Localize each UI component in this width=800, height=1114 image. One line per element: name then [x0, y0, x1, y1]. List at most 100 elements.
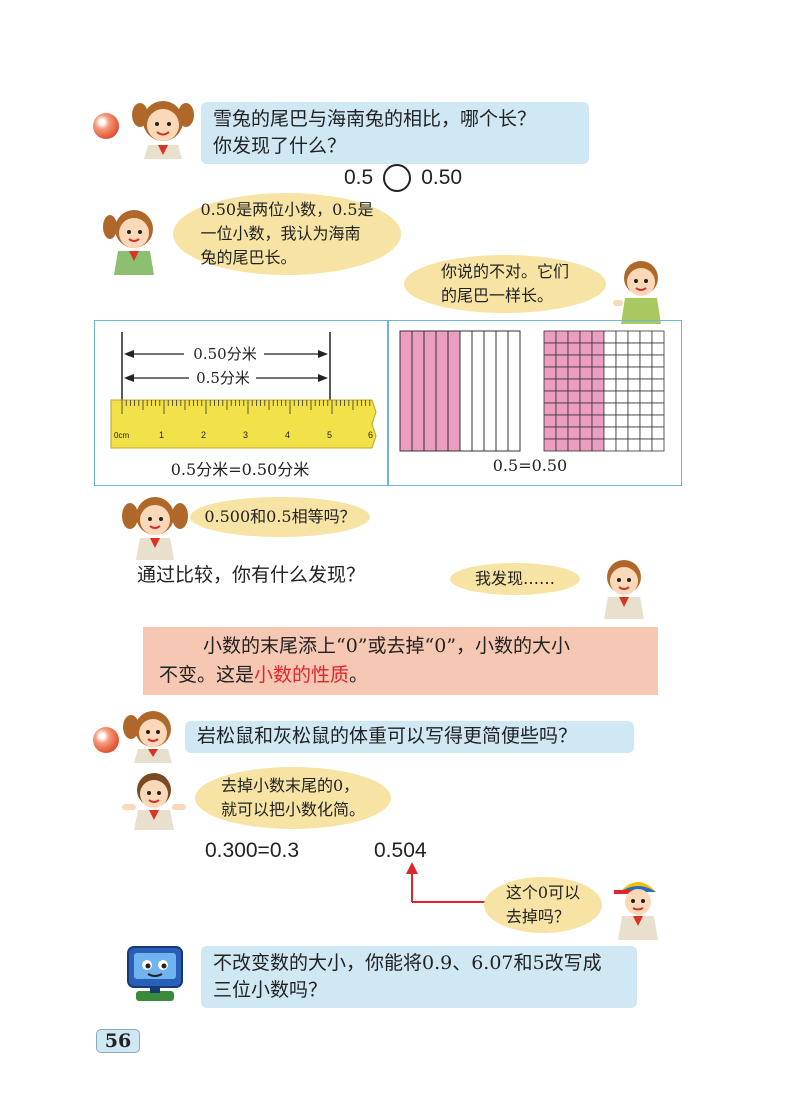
hundredth-cell	[615, 330, 629, 344]
hundredth-cell	[651, 342, 665, 356]
hundredth-cell	[627, 342, 641, 356]
hundredth-cell	[627, 366, 641, 380]
tenth-strip	[483, 330, 497, 452]
hundredth-cell	[615, 390, 629, 404]
hundredth-cell-shaded	[567, 330, 581, 344]
hundredth-cell	[651, 438, 665, 452]
rule-highlight: 小数的性质	[254, 664, 350, 686]
caption-right: 0.5=0.50	[492, 456, 568, 475]
computer-mascot-icon	[127, 946, 183, 1001]
hundredth-cell-shaded	[567, 354, 581, 368]
hundredth-cell-shaded	[543, 342, 557, 356]
question-line-1: 雪兔的尾巴与海南兔的相比，哪个长？	[213, 108, 537, 130]
hundredth-cell	[651, 378, 665, 392]
boy-speech-bubble-1: 你说的不对。它们 的尾巴一样长。	[404, 255, 606, 313]
girl-avatar-3	[122, 497, 188, 560]
caption-left: 0.5分米=0.50分米	[170, 460, 310, 479]
hundredth-cell	[639, 378, 653, 392]
tenth-strip-shaded	[447, 330, 461, 452]
hundredth-cell-shaded	[555, 366, 569, 380]
hundredth-cell-shaded	[567, 366, 581, 380]
ruler-tick-1: 1	[159, 430, 165, 440]
hundredth-cell	[615, 378, 629, 392]
red-ball-icon	[93, 113, 119, 139]
ruler-tick-2: 2	[201, 430, 207, 440]
ruler-tick-5: 5	[327, 430, 333, 440]
hundredth-cell-shaded	[579, 378, 593, 392]
page-number: 56	[96, 1029, 140, 1053]
compare-left: 0.5	[344, 166, 374, 189]
hundredth-cell-shaded	[543, 402, 557, 416]
hundredth-cell	[651, 426, 665, 440]
hundredth-cell-shaded	[579, 366, 593, 380]
hundredth-cell-shaded	[591, 342, 605, 356]
hundredth-cell-shaded	[567, 390, 581, 404]
hundredth-cell-shaded	[567, 342, 581, 356]
hundredth-cell	[627, 330, 641, 344]
hundredth-cell-shaded	[579, 390, 593, 404]
boy-speech-bubble-2: 我发现……	[450, 563, 580, 595]
hundredth-cell-shaded	[591, 426, 605, 440]
hundredth-cell	[627, 414, 641, 428]
hundredth-cell-shaded	[591, 414, 605, 428]
girl-speech-bubble-1: 0.50是两位小数，0.5是 一位小数，我认为海南 兔的尾巴长。	[173, 193, 401, 275]
hundredth-cell	[639, 414, 653, 428]
question-bubble-2: 岩松鼠和灰松鼠的体重可以写得更简便些吗？	[185, 721, 634, 753]
hundredth-cell	[603, 378, 617, 392]
tenth-strip-shaded	[435, 330, 449, 452]
hundredth-cell-shaded	[579, 438, 593, 452]
hundredth-cell-shaded	[543, 330, 557, 344]
hundredth-cell-shaded	[555, 342, 569, 356]
hundredth-cell	[615, 354, 629, 368]
question-line-2: 你发现了什么？	[213, 135, 347, 157]
ruler-tick-0: 0cm	[114, 431, 130, 440]
tenth-strip	[495, 330, 509, 452]
hundredth-cell-shaded	[567, 378, 581, 392]
boy-avatar-2	[604, 560, 644, 619]
hundredth-cell	[651, 330, 665, 344]
hundredth-cell	[603, 330, 617, 344]
equation-1: 0.300=0.3	[205, 839, 300, 862]
hundredth-cell	[627, 354, 641, 368]
boy-avatar-3	[122, 773, 186, 830]
hundredth-cell	[651, 390, 665, 404]
tenth-strip-shaded	[423, 330, 437, 452]
ruler-tick-6: 6	[368, 430, 374, 440]
hundredth-cell	[603, 414, 617, 428]
girl-avatar	[132, 101, 194, 159]
compare-right: 0.50	[421, 166, 463, 189]
hundredth-cell-shaded	[579, 414, 593, 428]
hundredth-cell	[615, 438, 629, 452]
property-rule-box: 小数的末尾添上“0”或去掉“0”，小数的大小 不变。这是小数的性质。	[143, 627, 658, 695]
hundredth-cell	[603, 342, 617, 356]
hundredth-cell	[603, 390, 617, 404]
rule-line-1: 小数的末尾添上“0”或去掉“0”，小数的大小	[203, 635, 571, 657]
hundredth-cell-shaded	[543, 426, 557, 440]
hundredth-cell	[603, 426, 617, 440]
hundredth-cell	[639, 426, 653, 440]
hundredth-cell	[639, 330, 653, 344]
hundredth-cell-shaded	[555, 354, 569, 368]
hundredth-cell-shaded	[579, 330, 593, 344]
hundredth-cell	[651, 366, 665, 380]
hundredth-cell	[603, 438, 617, 452]
hundredth-cell-shaded	[579, 342, 593, 356]
ruler-tick-3: 3	[243, 430, 249, 440]
ruler-tick-4: 4	[285, 430, 291, 440]
hundredth-cell-shaded	[555, 414, 569, 428]
boy-cap-avatar	[614, 882, 658, 940]
hundredth-cell	[639, 390, 653, 404]
hundredth-cell-shaded	[555, 426, 569, 440]
hundredth-cell-shaded	[579, 354, 593, 368]
boy-speech-bubble-4: 这个0可以 去掉吗？	[484, 877, 602, 933]
hundredth-cell	[615, 342, 629, 356]
girl-speech-bubble-2: 0.500和0.5相等吗？	[190, 497, 370, 537]
boy-avatar	[613, 261, 661, 324]
boy-speech-bubble-3: 去掉小数末尾的0， 就可以把小数化简。	[195, 767, 391, 829]
hundredth-cell	[651, 354, 665, 368]
hundredth-cell-shaded	[543, 378, 557, 392]
girl-avatar-4	[123, 711, 172, 763]
tenths-grid	[399, 330, 521, 452]
hundredth-cell-shaded	[567, 426, 581, 440]
hundredth-cell-shaded	[555, 330, 569, 344]
